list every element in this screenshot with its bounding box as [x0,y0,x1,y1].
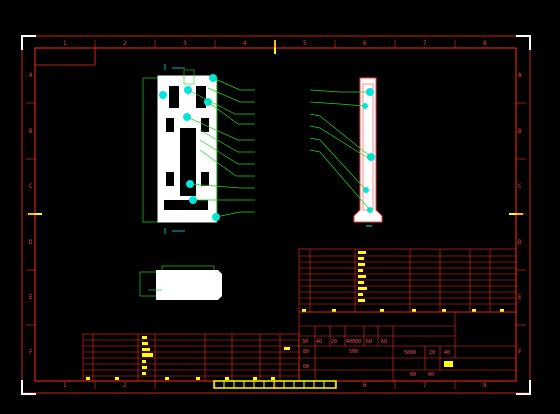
title-cell-6: 60 [381,339,388,345]
title-cell-9: 5000 [404,350,417,356]
row-label-a-right: A [518,72,522,79]
row-label-a-left: A [29,72,33,79]
title-cell-13: 00 [410,372,417,378]
front-view-part [142,64,220,234]
title-block [298,311,517,382]
col-label-3: 3 [183,40,187,47]
title-cell-1: 30 [302,339,309,345]
title-cell-11: 40 [444,350,451,356]
col-label-1-bottom: 1 [63,382,67,389]
scale-bar [213,380,337,389]
col-label-8-bottom: 8 [483,382,487,389]
col-label-6: 6 [363,40,367,47]
title-block-highlight [444,361,453,367]
row-label-e-left: E [29,294,33,301]
revision-marks [86,336,290,380]
title-cell-4: 40000 [346,339,362,345]
row-label-e-right: E [518,294,522,301]
col-label-2-bottom: 2 [123,382,127,389]
row-label-f-right: F [518,349,522,356]
title-cell-2: 40 [316,339,323,345]
title-cell-7: 80 [303,349,310,355]
center-mark-icon [28,40,523,215]
row-label-c-left: C [29,183,33,190]
row-label-b-left: B [29,128,33,135]
col-label-2: 2 [123,40,127,47]
title-cell-8: 500 [349,349,359,355]
row-label-d-right: D [518,239,522,246]
row-label-b-right: B [518,128,522,135]
row-label-f-left: F [29,349,33,356]
bottom-view-part [139,265,222,300]
col-label-4: 4 [243,40,247,47]
title-cell-12: 00 [303,364,310,370]
row-label-c-right: C [518,183,522,190]
corner-bracket-icon [21,35,531,395]
col-label-1: 1 [63,40,67,47]
side-leaders [309,89,372,211]
col-label-7: 7 [423,40,427,47]
sheet-frame [21,35,531,394]
revision-table [82,333,300,382]
front-leaders [186,77,255,218]
title-cell-10: 20 [429,350,436,356]
col-label-8: 8 [483,40,487,47]
zone-ticks [26,40,526,389]
title-cell-5: 60 [366,339,373,345]
row-label-d-left: D [29,239,33,246]
parts-list-marks [302,251,504,312]
col-label-7-bottom: 7 [423,382,427,389]
col-label-5: 5 [303,40,307,47]
col-label-6-bottom: 6 [363,382,367,389]
title-cell-3: 20 [331,339,338,345]
parts-list-table [298,248,517,313]
title-cell-14: 00 [428,372,435,378]
